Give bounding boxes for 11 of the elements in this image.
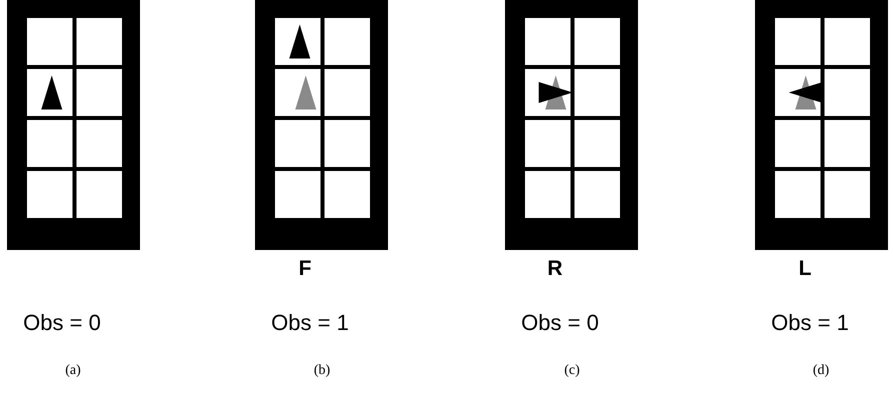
panel-caption: (b) <box>314 363 330 379</box>
panel-caption: (d) <box>812 363 830 379</box>
observation-label: Obs = 1 <box>271 310 349 336</box>
panel-caption: (c) <box>564 363 580 379</box>
observation-label: Obs = 0 <box>521 310 599 336</box>
observation-label: Obs = 0 <box>23 310 101 336</box>
action-label: R <box>547 257 563 281</box>
action-label: L <box>798 257 812 281</box>
action-label: F <box>298 257 312 281</box>
panel-caption: (a) <box>65 363 81 379</box>
observation-label: Obs = 1 <box>771 310 849 336</box>
